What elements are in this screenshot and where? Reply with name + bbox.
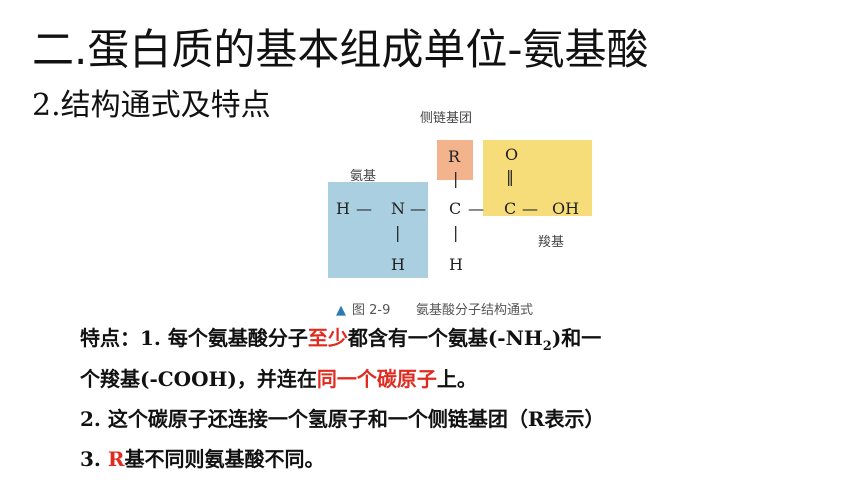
point-3-highlight-r: R — [107, 447, 125, 471]
point-1-line-2: 个羧基(-COOH)，并连在同一个碳原子上。 — [80, 363, 840, 395]
double-bond-c-o: ‖ — [506, 167, 514, 186]
atom-c-alpha: C — [449, 199, 461, 218]
atom-n: N — [391, 199, 405, 218]
slide-subtitle: 2.结构通式及特点 — [32, 88, 271, 123]
point-3-text: 基不同则氨基酸不同。 — [124, 447, 325, 471]
slide-title: 二.蛋白质的基本组成单位-氨基酸 — [32, 25, 649, 74]
amino-group-box — [328, 182, 428, 278]
point-1-highlight-same-carbon: 同一个碳原子 — [316, 367, 437, 391]
atom-r: R — [448, 147, 461, 166]
point-1-end: 上。 — [436, 367, 477, 391]
point-2: 2. 这个碳原子还连接一个氢原子和一个侧链基团（R表示） — [80, 407, 605, 431]
side-chain-label: 侧链基团 — [420, 111, 472, 126]
bond-c-h: | — [453, 223, 458, 242]
caption-text: 氨基酸分子结构通式 — [416, 303, 533, 318]
point-1-tail: )和一 — [551, 326, 602, 350]
point-1-subscript: 2 — [542, 339, 552, 354]
bond-c-oh: — — [522, 199, 538, 218]
point-1-carboxyl: 个羧基(-COOH)，并连在 — [80, 367, 317, 391]
carboxyl-group-box — [483, 140, 592, 216]
key-points: 特点：1. 每个氨基酸分子至少都含有一个氨基(-NH2)和一 个羧基(-COOH… — [80, 322, 840, 475]
structure-diagram: 侧链基团 氨基 羧基 R O | ‖ H — N — C — C — OH | … — [328, 111, 592, 318]
atom-oh: OH — [552, 199, 579, 218]
point-1-lead: 特点：1. 每个氨基酸分子 — [80, 326, 308, 350]
bond-n-h: | — [395, 223, 400, 242]
side-chain-box — [437, 140, 473, 180]
point-3: 3. R基不同则氨基酸不同。 — [80, 443, 840, 475]
atom-h-n: H — [391, 255, 405, 274]
caption-number: 图 2-9 — [352, 303, 390, 318]
bond-c-r: | — [453, 169, 458, 188]
bond-c-c: — — [468, 199, 484, 218]
bond-n-c: — — [410, 199, 426, 218]
caption-marker: ▲ — [336, 303, 346, 318]
atom-c-carboxyl: C — [504, 199, 516, 218]
amino-acid-structure-figure: 侧链基团 氨基 羧基 R O | ‖ H — N — C — C — OH | … — [300, 100, 620, 325]
point-1-amino: 都含有一个氨基(-NH — [347, 326, 543, 350]
point-3-lead: 3. — [80, 447, 108, 471]
bond-h-n: — — [356, 199, 372, 218]
atom-h-c: H — [449, 255, 463, 274]
point-1-highlight-atleast: 至少 — [307, 326, 348, 350]
carboxyl-label: 羧基 — [538, 234, 564, 250]
atom-h-left: H — [336, 199, 350, 218]
point-1-line-1: 特点：1. 每个氨基酸分子至少都含有一个氨基(-NH2)和一 — [80, 322, 840, 363]
atom-o: O — [505, 145, 518, 164]
amino-label: 氨基 — [350, 169, 376, 184]
